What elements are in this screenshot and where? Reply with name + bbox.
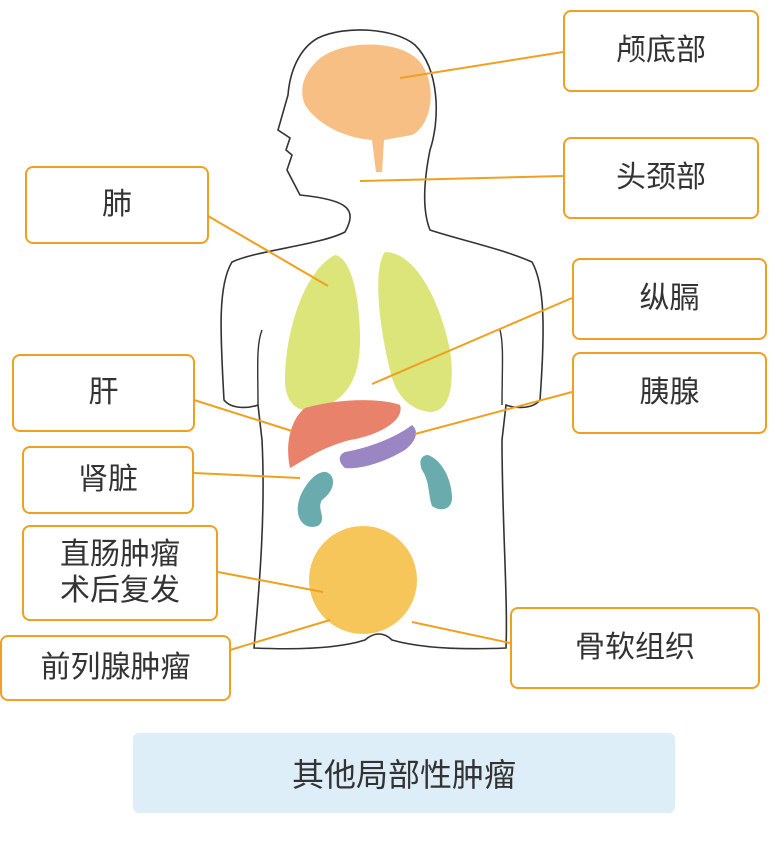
pancreas-icon <box>339 425 416 469</box>
label-rectal: 直肠肿瘤 术后复发 <box>22 525 218 621</box>
kidney-left-icon <box>297 471 334 527</box>
label-mediastinum: 纵膈 <box>572 258 767 340</box>
liver-icon <box>288 400 401 468</box>
label-rectal-line2: 术后复发 <box>60 573 180 608</box>
label-prostate: 前列腺肿瘤 <box>0 635 231 701</box>
leader-bone <box>411 621 511 644</box>
footer-banner: 其他局部性肿瘤 <box>133 733 675 813</box>
leader-cranial <box>399 51 564 79</box>
pelvis-icon <box>309 526 417 634</box>
kidney-right-icon <box>420 455 452 510</box>
leader-mediastinum <box>371 297 573 385</box>
label-pancreas: 胰腺 <box>572 352 767 434</box>
leader-pancreas <box>414 391 573 435</box>
label-rectal-line1: 直肠肿瘤 <box>60 537 180 572</box>
leader-rectal <box>217 571 324 593</box>
brain-icon <box>302 44 431 172</box>
arm-left-line <box>256 329 263 406</box>
leader-liver <box>193 399 293 432</box>
leader-prostate <box>229 619 331 651</box>
label-lung: 肺 <box>25 166 209 244</box>
lung-right-icon <box>378 252 452 412</box>
label-kidney: 肾脏 <box>22 446 194 514</box>
lung-left-icon <box>285 255 360 411</box>
leader-head-neck <box>359 175 564 182</box>
label-head-neck: 头颈部 <box>563 137 759 219</box>
leader-kidney <box>193 472 301 479</box>
label-cranial: 颅底部 <box>563 10 759 92</box>
leader-lung <box>207 215 329 287</box>
label-bone-soft-tissue: 骨软组织 <box>510 607 760 689</box>
arm-right-line <box>499 329 504 406</box>
label-liver: 肝 <box>12 354 195 432</box>
